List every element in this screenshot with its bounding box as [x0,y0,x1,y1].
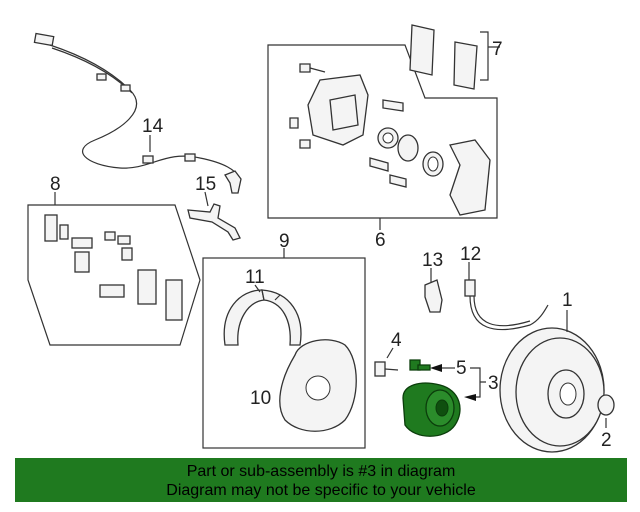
sensor-bracket[interactable] [187,191,241,241]
callout-3: 3 [488,373,499,394]
callout-12: 12 [460,244,481,265]
hose-bracket[interactable] [424,268,443,313]
callout-9: 9 [279,231,290,252]
grease-cap[interactable] [597,394,615,428]
info-banner: Part or sub-assembly is #3 in diagram Di… [15,458,627,502]
callout-10: 10 [250,388,271,409]
brake-pads[interactable] [409,24,500,90]
callout-2: 2 [601,430,612,451]
callout-14: 14 [142,116,164,137]
banner-line-2: Diagram may not be specific to your vehi… [166,482,476,499]
callout-7: 7 [492,39,503,60]
caliper-parts[interactable] [289,63,491,216]
hub-assembly-highlighted[interactable] [402,359,486,437]
callout-1: 1 [562,290,573,311]
callout-5: 5 [456,358,467,379]
backing-plate[interactable] [279,339,357,432]
callout-8: 8 [50,174,61,195]
callout-6: 6 [375,230,386,251]
brake-rotor[interactable] [499,310,605,453]
parking-brake-box [202,248,366,449]
brake-shoes[interactable] [223,284,302,346]
callout-4: 4 [391,330,402,351]
brake-hose[interactable] [464,262,549,331]
abs-sensor-harness[interactable] [33,32,242,194]
callout-15: 15 [195,174,216,195]
banner-line-1: Part or sub-assembly is #3 in diagram [186,463,456,480]
hub-bolt[interactable] [374,347,399,377]
callout-13: 13 [422,250,443,271]
caliper-box [267,44,498,230]
callout-11: 11 [245,267,265,288]
hardware-kit-box [27,192,201,346]
